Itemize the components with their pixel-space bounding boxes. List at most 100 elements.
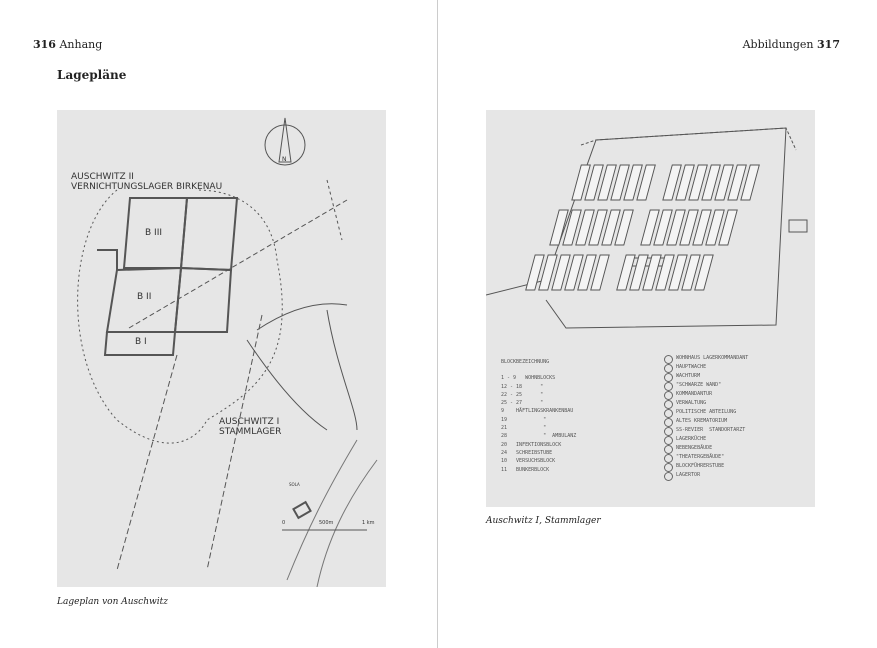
right-running-head: Abbildungen 317 — [742, 38, 840, 51]
barrack-block — [718, 209, 738, 246]
legend-right-item: LAGERKÜCHE — [664, 435, 748, 445]
legend-right-item: POLITISCHE ABTEILUNG — [664, 408, 748, 418]
legend-right-item: KOMMANDANTUR — [664, 390, 748, 400]
legend-number-circle-icon — [664, 418, 673, 427]
legend-right-item: WACHTURM — [664, 372, 748, 382]
legend-number-circle-icon — [664, 454, 673, 463]
barrack-block — [525, 254, 545, 291]
barrack-block — [666, 209, 686, 246]
legend-number-circle-icon — [664, 391, 673, 400]
legend-right-item: "THEATERGEBÄUDE" — [664, 453, 748, 463]
barrack-block — [623, 164, 643, 201]
barrack-block — [640, 209, 660, 246]
site-map-drawing — [77, 117, 378, 587]
legend-right-item: SS-REVIER STANDORTARZT — [664, 426, 748, 436]
barrack-block — [636, 164, 656, 201]
barrack-block — [675, 164, 695, 201]
barrack-block — [538, 254, 558, 291]
left-running-head: 316 Anhang — [33, 38, 103, 51]
legend-left-item: 24 SCHREIBSTUBE — [501, 449, 553, 456]
page-gutter — [437, 0, 438, 648]
barrack-block — [705, 209, 725, 246]
scale-500m: 500m — [319, 520, 334, 526]
scale-1km: 1 km — [362, 520, 375, 526]
barrack-block — [575, 209, 595, 246]
barrack-block — [564, 254, 584, 291]
barrack-block — [590, 254, 610, 291]
barrack-block — [740, 164, 760, 201]
legend-left-item: 9 HÄFTLINGSKRANKENBAU — [501, 408, 574, 415]
barrack-block — [668, 254, 688, 291]
legend-right-item: VERWALTUNG — [664, 399, 748, 409]
legend-number-circle-icon — [664, 355, 673, 364]
legend-left-item: 25 - 27 " — [501, 400, 544, 407]
barrack-block — [642, 254, 662, 291]
north-arrow-icon — [264, 124, 306, 166]
legend-right-item: LAGERTOR — [664, 471, 748, 481]
legend-number-circle-icon — [664, 409, 673, 418]
legend-left-item: 20 INFEKTIONSBLOCK — [501, 441, 562, 448]
section-b3-label: B III — [145, 228, 162, 238]
barrack-block — [653, 209, 673, 246]
legend-left-item: 28 " AMBULANZ — [501, 433, 577, 440]
legend-number-circle-icon — [664, 364, 673, 373]
barrack-block — [692, 209, 712, 246]
barrack-block — [549, 209, 569, 246]
barrack-block — [688, 164, 708, 201]
barrack-block — [701, 164, 721, 201]
section-b2-label: B II — [137, 292, 152, 302]
left-figure-caption: Lageplan von Auschwitz — [57, 597, 168, 607]
legend-number-circle-icon — [664, 436, 673, 445]
legend-right-item: ALTES KREMATORIUM — [664, 417, 748, 427]
legend-number-circle-icon — [664, 445, 673, 454]
barrack-block — [584, 164, 604, 201]
legend-left-item: 12 - 18 " — [501, 383, 544, 390]
barrack-block — [571, 164, 591, 201]
legend-left-item: 11 BUNKERBLOCK — [501, 466, 550, 473]
barrack-block — [679, 209, 699, 246]
barrack-block — [614, 209, 634, 246]
legend-right-item: NEBENGEBÄUDE — [664, 444, 748, 454]
barrack-block — [629, 254, 649, 291]
stammlager-drawing — [486, 127, 808, 329]
right-figure-caption: Auschwitz I, Stammlager — [486, 516, 601, 526]
barrack-block — [562, 209, 582, 246]
legend-left-item: 19 " — [501, 416, 547, 423]
legend-number-circle-icon — [664, 400, 673, 409]
barrack-block — [588, 209, 608, 246]
barrack-block — [551, 254, 571, 291]
legend-left-item: 1 - 9 WOHNBLOCKS — [501, 375, 556, 382]
barrack-block — [616, 254, 636, 291]
legend-number-circle-icon — [664, 472, 673, 481]
legend-right-item: BLOCKFÜHRERSTUBE — [664, 462, 748, 472]
river-label: SOLA — [289, 482, 300, 487]
legend-number-circle-icon — [664, 373, 673, 382]
scale-0: 0 — [282, 520, 286, 526]
barrack-block — [714, 164, 734, 201]
legend-right-item: WOHNHAUS LAGERKOMMANDANT — [664, 354, 748, 364]
barrack-block — [727, 164, 747, 201]
legend-right-item: "SCHWARZE WAND" — [664, 381, 748, 391]
legend-number-circle-icon — [664, 427, 673, 436]
barrack-block — [597, 164, 617, 201]
legend-left-item: 22 - 25 " — [501, 391, 544, 398]
section-title: Lagepläne — [57, 68, 127, 82]
legend-number-circle-icon — [664, 463, 673, 472]
legend-number-circle-icon — [664, 382, 673, 391]
barrack-block — [601, 209, 621, 246]
barrack-block — [662, 164, 682, 201]
barrack-block — [655, 254, 675, 291]
section-b1-label: B I — [135, 337, 147, 347]
legend-left-item: 21 " — [501, 425, 547, 432]
barrack-block — [681, 254, 701, 291]
north-label: N — [282, 156, 287, 163]
barrack-block — [577, 254, 597, 291]
barrack-block — [610, 164, 630, 201]
legend-right-item: HAUPTWACHE — [664, 363, 748, 373]
